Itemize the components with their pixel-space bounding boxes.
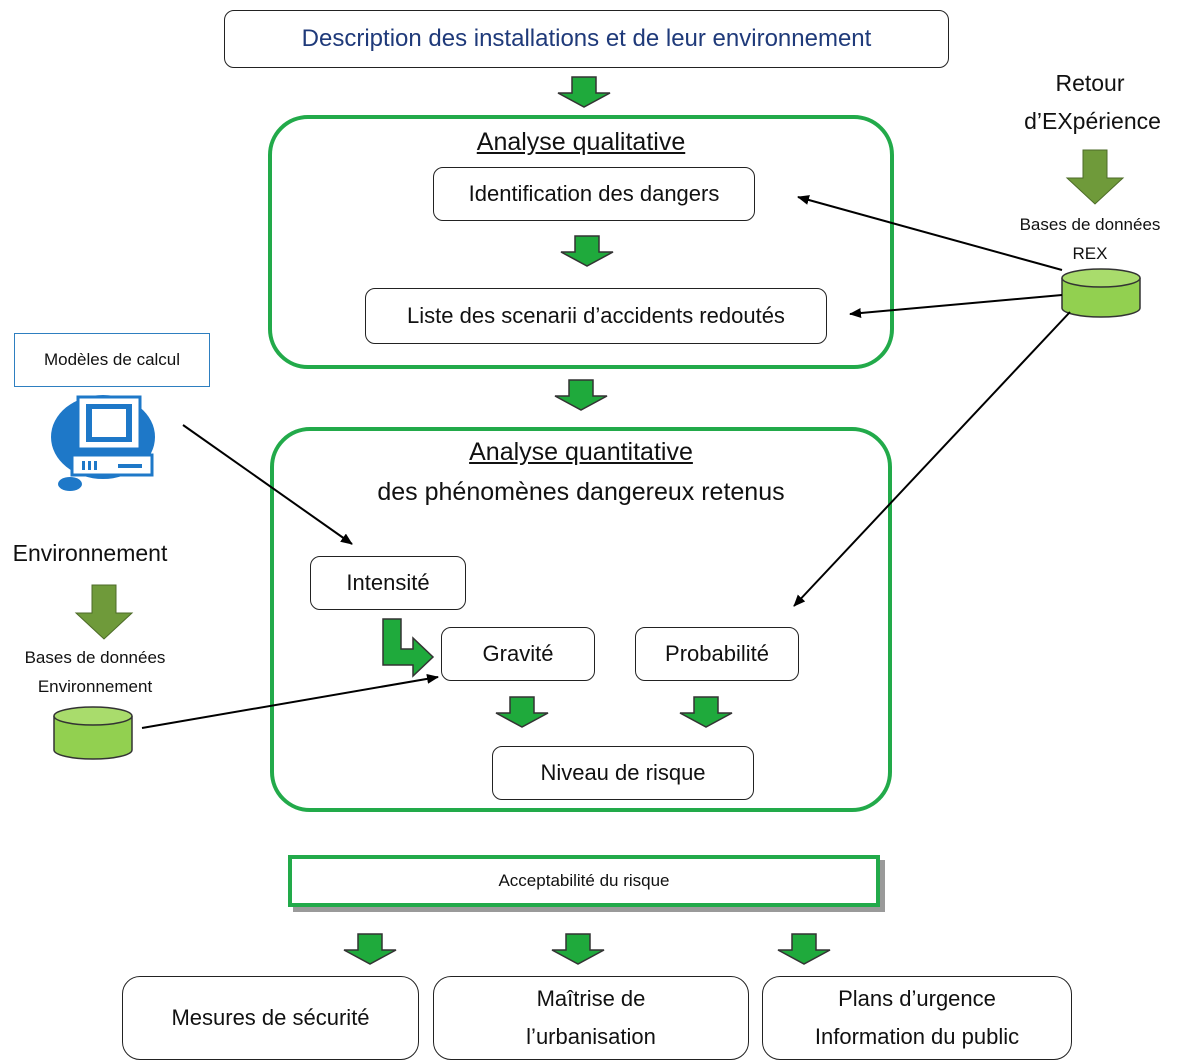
description-box: Description des installations et de leur… <box>224 10 949 68</box>
mesures-box: Mesures de sécurité <box>122 976 419 1060</box>
down-arrow-between-frames <box>554 379 608 411</box>
environment-db-line2: Environnement <box>37 677 153 696</box>
quantitative-title: Analyse quantitative <box>469 438 693 466</box>
rex-title-line1: Retour <box>1055 70 1125 96</box>
scenarios-box: Liste des scenarii d’accidents redoutés <box>365 288 827 344</box>
gravite-text: Gravité <box>482 641 554 666</box>
mesures-text: Mesures de sécurité <box>171 1005 370 1030</box>
rex-title-line2: d’EXpérience <box>1024 108 1161 134</box>
maitrise-line1: Maîtrise de <box>536 986 646 1011</box>
rex-database-icon <box>1061 268 1141 318</box>
rex-db-line1: Bases de données <box>1019 215 1161 234</box>
gravite-box: Gravité <box>441 627 595 681</box>
computer-icon <box>51 395 155 491</box>
identification-text: Identification des dangers <box>468 181 720 206</box>
acceptability-text: Acceptabilité du risque <box>498 871 670 890</box>
intensite-text: Intensité <box>346 570 430 595</box>
probabilite-text: Probabilité <box>665 641 769 666</box>
maitrise-line2: l’urbanisation <box>526 1024 656 1049</box>
acceptability-box: Acceptabilité du risque <box>288 855 880 907</box>
down-arrow-description <box>557 76 611 108</box>
environment-title: Environnement <box>12 540 168 566</box>
plans-line2: Information du public <box>814 1024 1020 1049</box>
environment-database-icon <box>53 706 133 760</box>
down-arrow-outcome-3 <box>777 933 831 965</box>
scenarios-text: Liste des scenarii d’accidents redoutés <box>407 303 785 328</box>
rex-db-line2: REX <box>1072 244 1108 263</box>
quantitative-subtitle: des phénomènes dangereux retenus <box>377 478 785 506</box>
environment-db-line1: Bases de données <box>24 648 166 667</box>
niveau-risque-text: Niveau de risque <box>540 760 706 785</box>
down-arrow-rex <box>1065 149 1125 205</box>
identification-box: Identification des dangers <box>433 167 755 221</box>
models-box: Modèles de calcul <box>14 333 210 387</box>
qualitative-title: Analyse qualitative <box>476 128 686 156</box>
down-arrow-outcome-2 <box>551 933 605 965</box>
niveau-risque-box: Niveau de risque <box>492 746 754 800</box>
probabilite-box: Probabilité <box>635 627 799 681</box>
intensite-box: Intensité <box>310 556 466 610</box>
description-text: Description des installations et de leur… <box>301 25 872 52</box>
models-text: Modèles de calcul <box>43 350 181 369</box>
plans-line1: Plans d’urgence <box>838 986 996 1011</box>
quantitative-frame <box>270 427 892 812</box>
maitrise-box: Maîtrise de l’urbanisation <box>433 976 749 1060</box>
down-arrow-outcome-1 <box>343 933 397 965</box>
plans-box: Plans d’urgence Information du public <box>762 976 1072 1060</box>
down-arrow-environment <box>74 584 134 640</box>
